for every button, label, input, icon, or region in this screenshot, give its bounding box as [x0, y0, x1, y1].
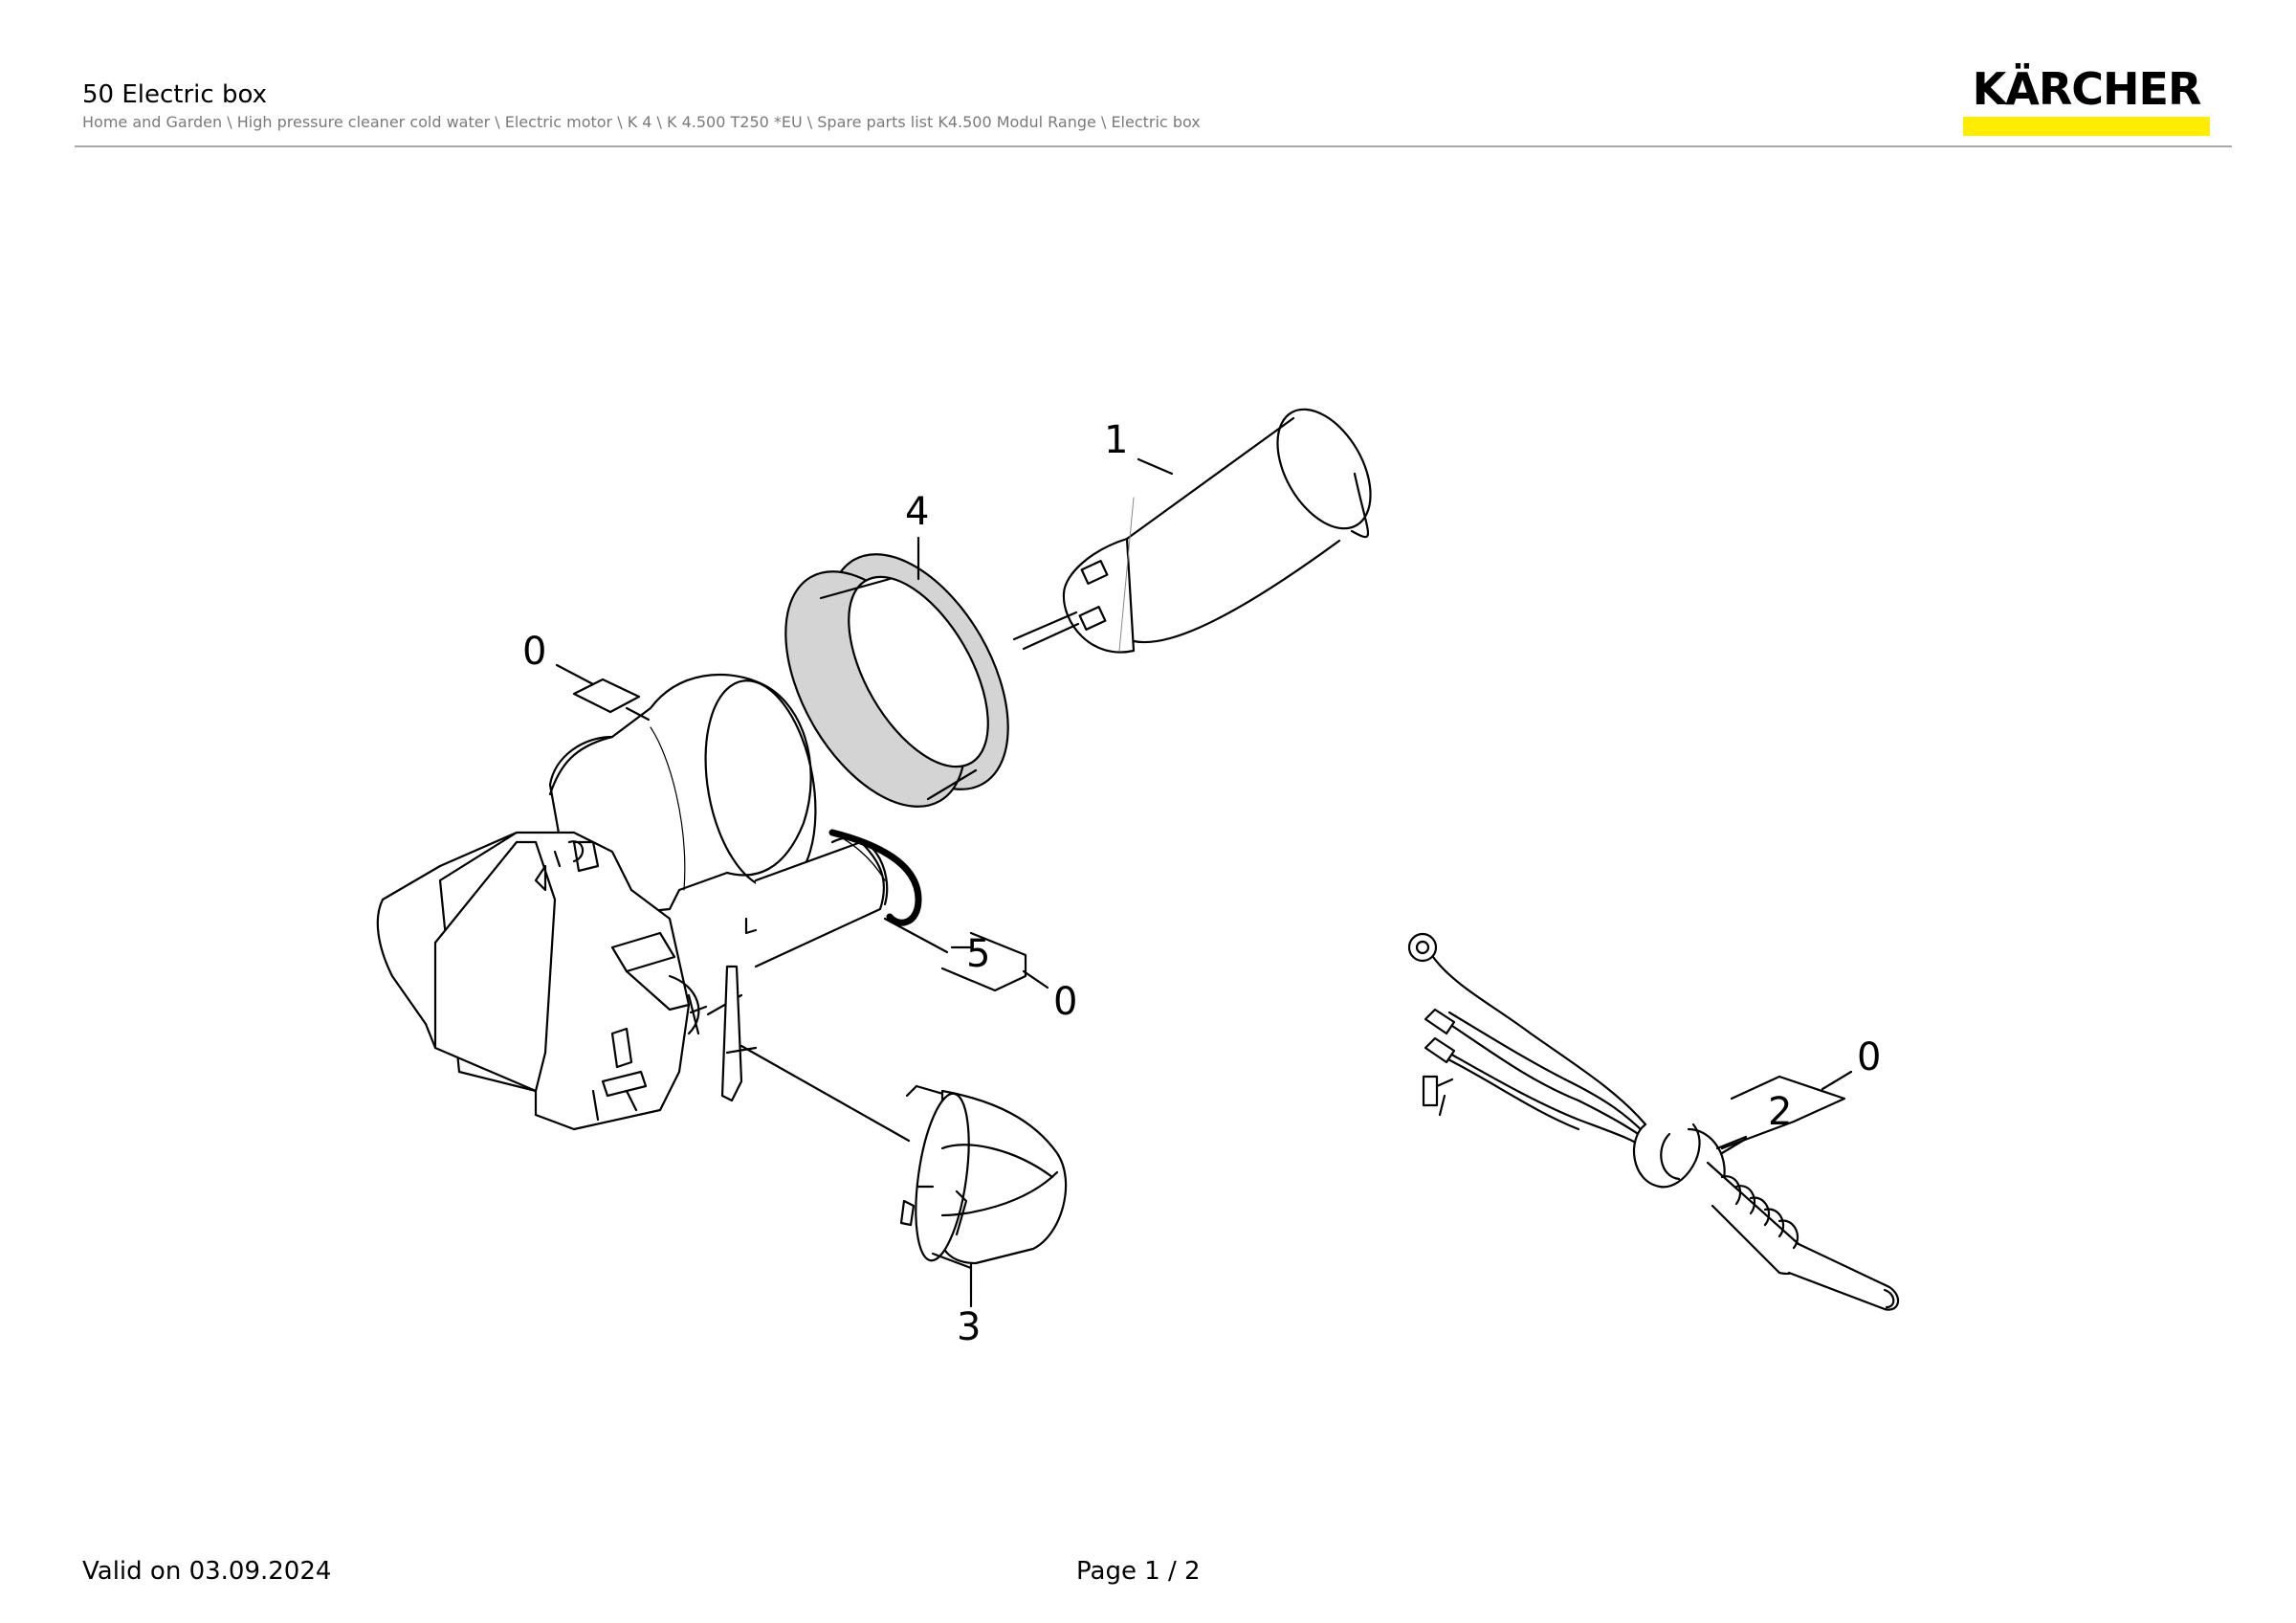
rotary-knob-part [899, 1084, 1068, 1299]
callout-numbers: 1 4 0 5 0 3 2 0 [522, 418, 1881, 1349]
page-number: Page 1 / 2 [1076, 1557, 1201, 1586]
callout-leaders [555, 457, 1853, 1308]
breadcrumb: Home and Garden \ High pressure cleaner … [82, 113, 1201, 131]
callout-4: 4 [905, 490, 929, 534]
brand-yellow-bar [1963, 117, 2210, 136]
callout-2: 2 [1768, 1090, 1792, 1134]
cable-loop-part [828, 829, 949, 954]
callout-0-cable: 0 [1053, 980, 1077, 1024]
capacitor-part [1012, 408, 1372, 654]
callout-3: 3 [957, 1305, 981, 1349]
valid-date: Valid on 03.09.2024 [82, 1557, 332, 1586]
page-title: 50 Electric box [82, 80, 267, 109]
wiring-harness-part [1407, 932, 1900, 1311]
callout-1: 1 [1104, 418, 1128, 462]
karcher-logo: KÄRCHER [1961, 63, 2212, 136]
callout-0-motor: 0 [522, 630, 546, 674]
motor-housing-part [376, 673, 889, 1131]
callout-5: 5 [966, 932, 990, 976]
header-divider [75, 145, 2232, 147]
connector-lines [740, 945, 973, 1143]
brand-wordmark: KÄRCHER [1972, 63, 2202, 115]
capacitor-ring-part [784, 553, 1009, 808]
callout-0-harness: 0 [1857, 1035, 1881, 1079]
